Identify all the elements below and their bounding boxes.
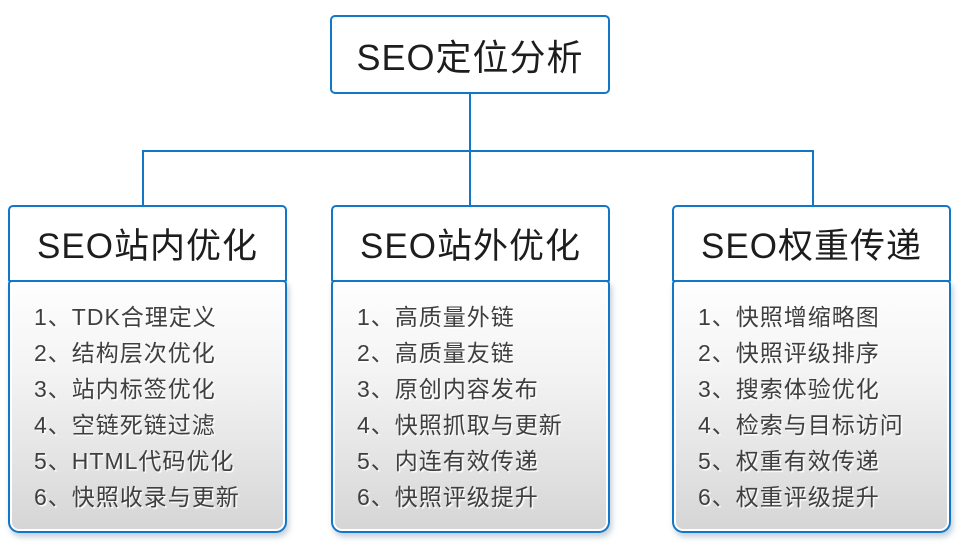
list-item: 1、TDK合理定义 [34,304,217,330]
connector-drop-center [469,150,471,206]
list-item: 1、快照增缩略图 [698,304,880,330]
list-item: 6、权重评级提升 [698,484,880,510]
list-item: 3、站内标签优化 [34,376,216,402]
list-item: 3、原创内容发布 [357,376,539,402]
branch-offsite-header: SEO站外优化 [331,205,610,282]
list-item: 4、检索与目标访问 [698,412,904,438]
list-item: 4、快照抓取与更新 [357,412,563,438]
branch-weight-list: 1、快照增缩略图 2、快照评级排序 3、搜索体验优化 4、检索与目标访问 5、权… [672,280,951,533]
list-item: 2、快照评级排序 [698,340,880,366]
connector-drop-left [142,150,144,206]
branch-weight: SEO权重传递 1、快照增缩略图 2、快照评级排序 3、搜索体验优化 4、检索与… [672,205,951,533]
list-item: 6、快照收录与更新 [34,484,240,510]
list-item: 3、搜索体验优化 [698,376,880,402]
list-item: 1、高质量外链 [357,304,515,330]
root-node-label: SEO定位分析 [356,36,584,78]
branch-onsite-list: 1、TDK合理定义 2、结构层次优化 3、站内标签优化 4、空链死链过滤 5、H… [8,280,287,533]
branch-offsite: SEO站外优化 1、高质量外链 2、高质量友链 3、原创内容发布 4、快照抓取与… [331,205,610,533]
branch-offsite-list: 1、高质量外链 2、高质量友链 3、原创内容发布 4、快照抓取与更新 5、内连有… [331,280,610,533]
connector-root-stem [469,94,471,151]
list-item: 2、结构层次优化 [34,340,216,366]
branch-onsite-title: SEO站内优化 [37,227,258,266]
list-item: 5、内连有效传递 [357,448,539,474]
connector-crossbar [142,150,814,152]
list-item: 4、空链死链过滤 [34,412,216,438]
list-item: 2、高质量友链 [357,340,515,366]
branch-weight-title: SEO权重传递 [701,227,922,266]
list-item: 5、HTML代码优化 [34,448,235,474]
branch-onsite-header: SEO站内优化 [8,205,287,282]
branch-onsite: SEO站内优化 1、TDK合理定义 2、结构层次优化 3、站内标签优化 4、空链… [8,205,287,533]
branch-weight-header: SEO权重传递 [672,205,951,282]
connector-drop-right [812,150,814,206]
list-item: 6、快照评级提升 [357,484,539,510]
root-node: SEO定位分析 [330,15,610,94]
branch-offsite-title: SEO站外优化 [360,227,581,266]
list-item: 5、权重有效传递 [698,448,880,474]
